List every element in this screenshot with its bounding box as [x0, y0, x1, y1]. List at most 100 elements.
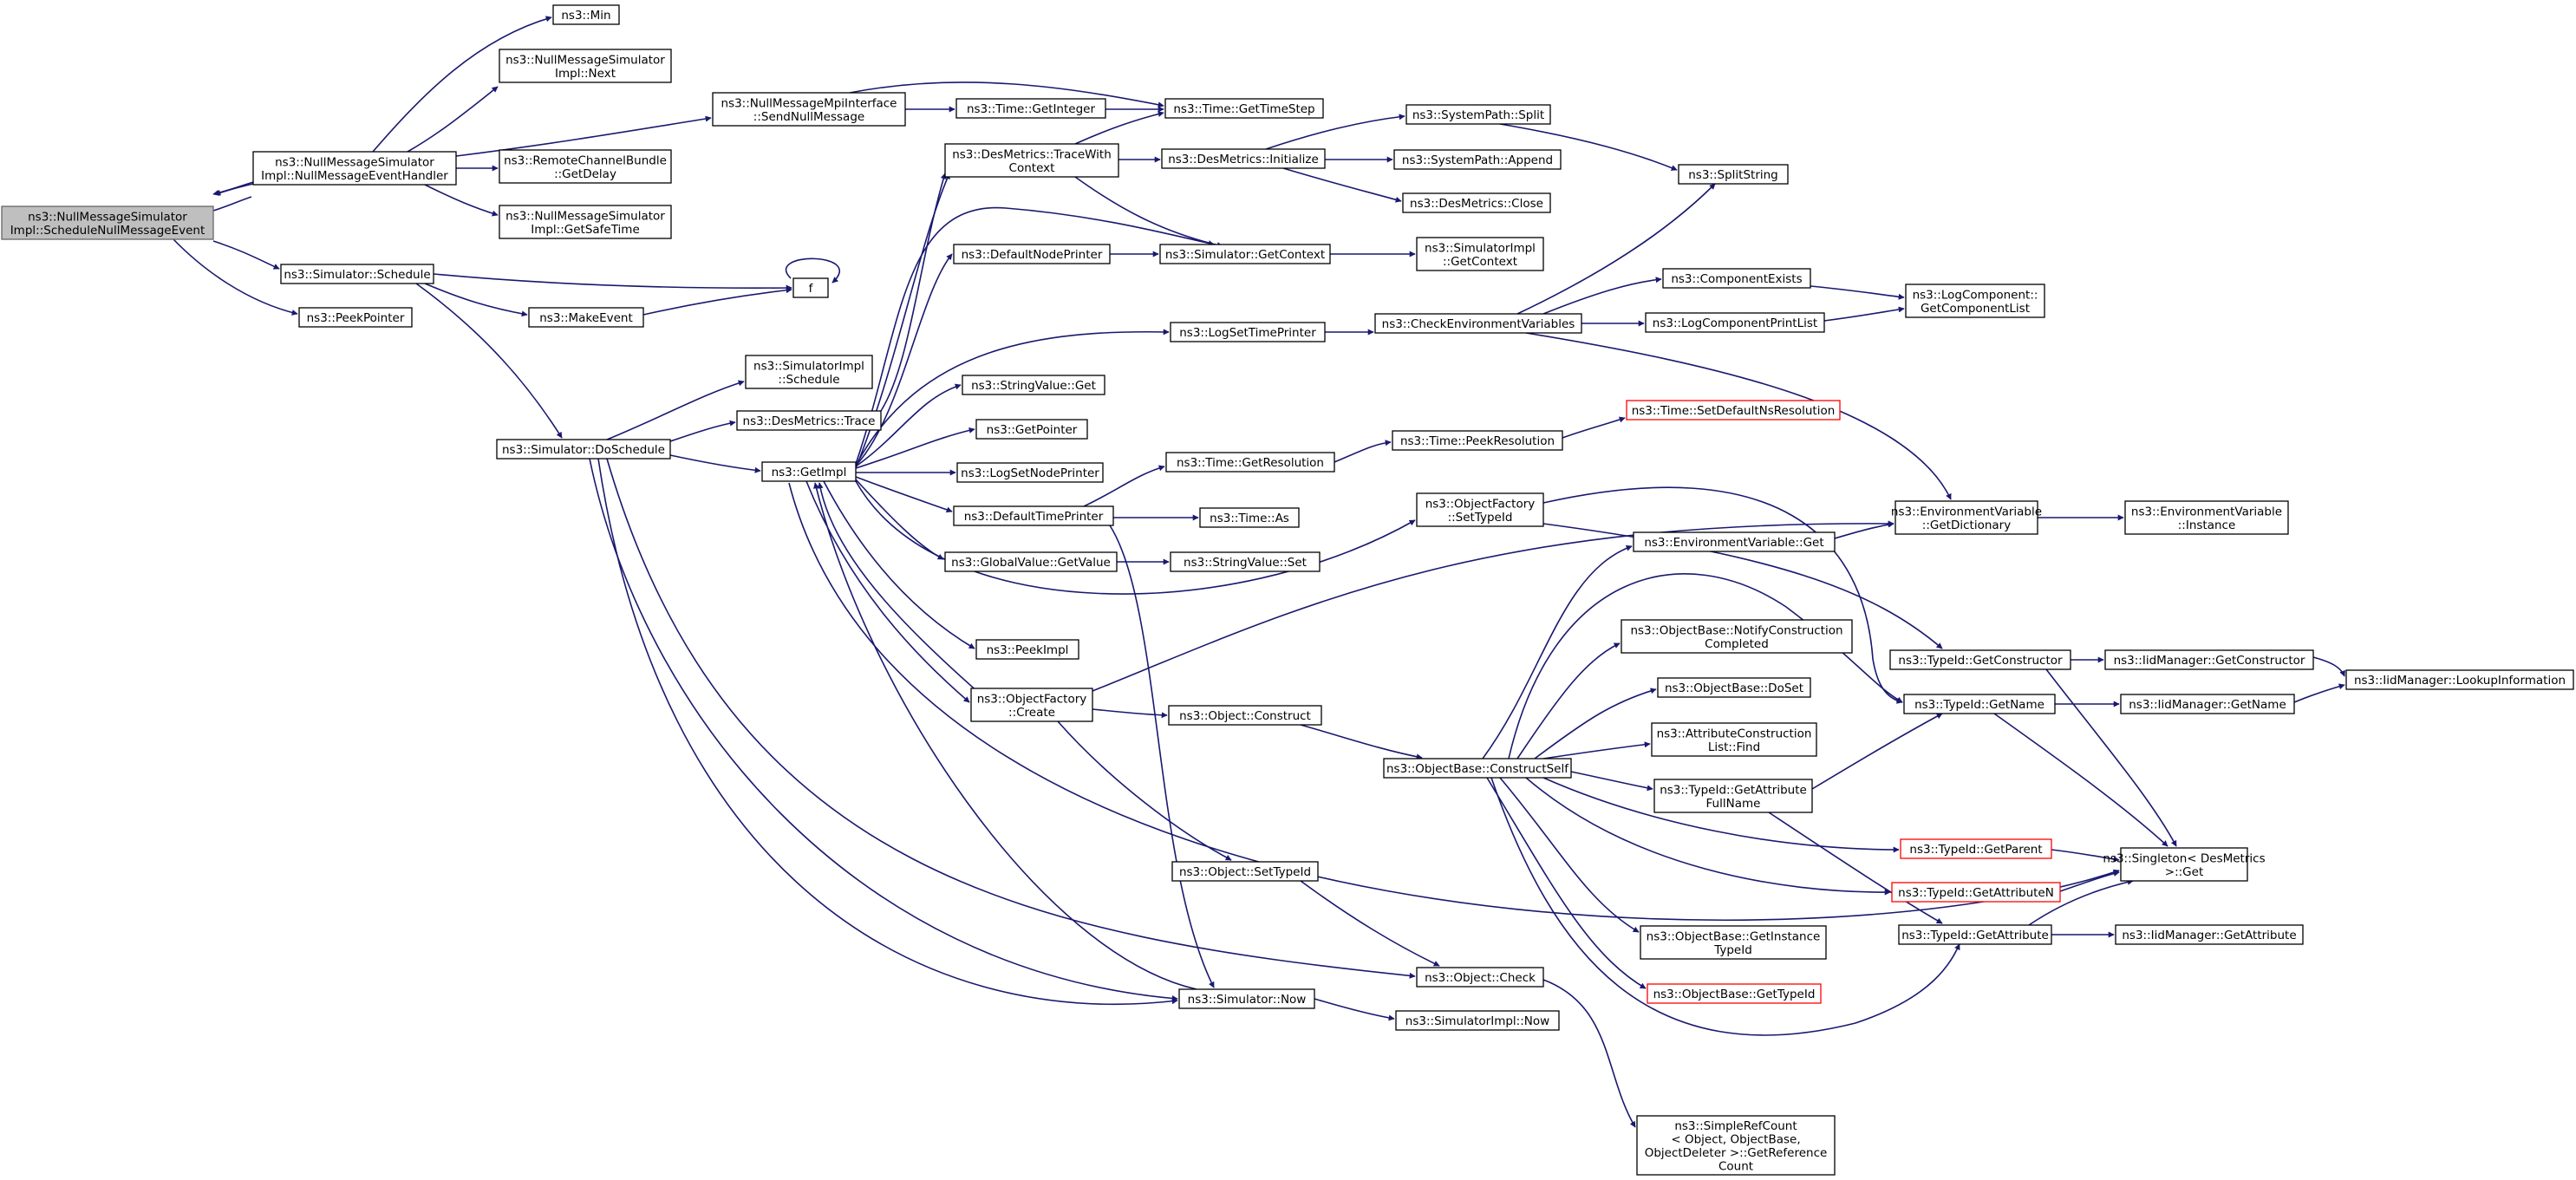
node-append[interactable]: ns3::SystemPath::Append	[1393, 149, 1562, 170]
node-singleton[interactable]: ns3::Singleton< DesMetrics >::Get	[2103, 847, 2266, 882]
node-destrace[interactable]: ns3::DesMetrics::Trace	[736, 410, 882, 431]
node-iidgetattr[interactable]: ns3::IidManager::GetAttribute	[2115, 924, 2304, 945]
node-min[interactable]: ns3::Min	[552, 4, 620, 25]
node-deftimeprinter[interactable]: ns3::DefaultTimePrinter	[953, 505, 1114, 526]
node-envinstance[interactable]: ns3::EnvironmentVariable::Instance	[2124, 500, 2289, 535]
node-envget[interactable]: ns3::EnvironmentVariable::Get	[1633, 531, 1836, 552]
node-logsettime[interactable]: ns3::LogSetTimePrinter	[1170, 322, 1326, 342]
node-simimplsched[interactable]: ns3::SimulatorImpl::Schedule	[745, 355, 873, 389]
edge-schedule-to-doschedule	[415, 283, 563, 439]
edge-objsettypeid-to-objcheck	[1300, 880, 1440, 967]
node-tidgetname[interactable]: ns3::TypeId::GetName	[1903, 694, 2056, 714]
node-obgettid[interactable]: ns3::ObjectBase::GetTypeId	[1647, 983, 1822, 1004]
edge-consself-to-tidgetattrn	[1525, 777, 1891, 896]
node-label-line: ns3::Simulator::DoSchedule	[502, 443, 665, 457]
node-timeas[interactable]: ns3::Time::As	[1199, 507, 1300, 528]
node-objcheck[interactable]: ns3::Object::Check	[1416, 967, 1544, 988]
node-simimplnow[interactable]: ns3::SimulatorImpl::Now	[1395, 1010, 1560, 1031]
node-iidgetcons[interactable]: ns3::IidManager::GetConstructor	[2104, 649, 2314, 670]
node-desclose[interactable]: ns3::DesMetrics::Close	[1402, 192, 1551, 213]
node-box	[1164, 98, 1324, 119]
node-iidgetname[interactable]: ns3::IidManager::GetName	[2120, 694, 2295, 714]
node-label-line: ns3::Min	[561, 9, 610, 23]
node-compexists[interactable]: ns3::ComponentExists	[1662, 268, 1811, 289]
node-schedule[interactable]: ns3::Simulator::Schedule	[280, 264, 434, 284]
node-label-line: ns3::NullMessageMpiInterface	[721, 96, 897, 110]
node-notifycons[interactable]: ns3::ObjectBase::NotifyConstructionCompl…	[1621, 619, 1853, 654]
node-box	[1170, 322, 1326, 342]
node-label-line: Impl::Next	[555, 67, 616, 81]
node-simnow[interactable]: ns3::Simulator::Now	[1178, 988, 1315, 1009]
node-peekimpl[interactable]: ns3::PeekImpl	[975, 639, 1079, 660]
node-checkenv[interactable]: ns3::CheckEnvironmentVariables	[1374, 313, 1582, 334]
node-refcount[interactable]: ns3::SimpleRefCount< Object, ObjectBase,…	[1636, 1115, 1836, 1176]
edge-getattrfull-to-tidgetname	[1811, 713, 1943, 790]
node-getcomplist[interactable]: ns3::LogComponent::GetComponentList	[1905, 284, 2045, 318]
node-getdelay[interactable]: ns3::RemoteChannelBundle::GetDelay	[499, 149, 672, 184]
node-sendnull[interactable]: ns3::NullMessageMpiInterface::SendNullMe…	[712, 92, 906, 127]
node-label-line: ns3::LogComponentPrintList	[1653, 316, 1817, 330]
node-strset[interactable]: ns3::StringValue::Set	[1170, 551, 1321, 572]
node-f[interactable]: f	[792, 277, 829, 298]
node-root[interactable]: ns3::NullMessageSimulatorImpl::ScheduleN…	[1, 205, 214, 240]
node-tidgetattrn[interactable]: ns3::TypeId::GetAttributeN	[1891, 882, 2061, 903]
node-logsetnode[interactable]: ns3::LogSetNodePrinter	[956, 462, 1104, 483]
node-strget[interactable]: ns3::StringValue::Get	[962, 375, 1105, 395]
node-defnodeprinter[interactable]: ns3::DefaultNodePrinter	[953, 244, 1111, 264]
edge-desinit-to-split	[1265, 114, 1405, 150]
node-ofcreate[interactable]: ns3::ObjectFactory::Create	[970, 688, 1093, 722]
node-getresolution[interactable]: ns3::Time::GetResolution	[1165, 452, 1335, 473]
edge-consself-to-notifycons	[1516, 642, 1621, 760]
node-objconstruct[interactable]: ns3::Object::Construct	[1168, 705, 1322, 726]
node-label-line: ns3::EnvironmentVariable	[2131, 505, 2282, 518]
node-consself[interactable]: ns3::ObjectBase::ConstructSelf	[1383, 758, 1572, 779]
node-splitstring[interactable]: ns3::SplitString	[1678, 164, 1789, 185]
node-gvgetvalue[interactable]: ns3::GlobalValue::GetValue	[944, 551, 1118, 572]
edge-tidgetname-to-singleton	[1993, 713, 2168, 847]
node-getimpl[interactable]: ns3::GetImpl	[761, 461, 857, 482]
node-getpointer[interactable]: ns3::GetPointer	[975, 419, 1088, 440]
edge-deftimeprinter-to-simnow	[1109, 525, 1215, 988]
node-peekptr[interactable]: ns3::PeekPointer	[298, 307, 413, 328]
node-ofsettypeid[interactable]: ns3::ObjectFactory::SetTypeId	[1416, 492, 1544, 527]
node-makeevent[interactable]: ns3::MakeEvent	[528, 307, 644, 328]
node-box	[1374, 313, 1582, 334]
node-tidgetparent[interactable]: ns3::TypeId::GetParent	[1900, 838, 2052, 859]
edge-objcheck-to-refcount	[1542, 979, 1636, 1128]
node-label-line: Impl::ScheduleNullMessageEvent	[10, 224, 205, 238]
node-getinteger[interactable]: ns3::Time::GetInteger	[955, 98, 1106, 119]
node-box	[252, 151, 457, 186]
node-setdefres[interactable]: ns3::Time::SetDefaultNsResolution	[1626, 400, 1841, 420]
node-tidgetattr[interactable]: ns3::TypeId::GetAttribute	[1898, 924, 2052, 945]
node-simgetctx[interactable]: ns3::Simulator::GetContext	[1159, 244, 1331, 264]
node-logprintlist[interactable]: ns3::LogComponentPrintList	[1645, 312, 1825, 333]
node-desinit[interactable]: ns3::DesMetrics::Initialize	[1161, 148, 1326, 169]
node-envgetdict[interactable]: ns3::EnvironmentVariable::GetDictionary	[1891, 500, 2042, 535]
node-label-line: ns3::NullMessageSimulator	[275, 155, 434, 169]
node-box	[1633, 531, 1836, 552]
node-peekres[interactable]: ns3::Time::PeekResolution	[1392, 430, 1563, 451]
node-gettimestep[interactable]: ns3::Time::GetTimeStep	[1164, 98, 1324, 119]
node-dosset[interactable]: ns3::ObjectBase::DoSet	[1657, 677, 1811, 698]
node-tidgetcons[interactable]: ns3::TypeId::GetConstructor	[1889, 649, 2071, 670]
node-lookupinfo[interactable]: ns3::IidManager::LookupInformation	[2345, 669, 2574, 690]
node-split[interactable]: ns3::SystemPath::Split	[1405, 104, 1551, 125]
node-objsettypeid[interactable]: ns3::Object::SetTypeId	[1171, 861, 1319, 882]
edge-tidgetparent-to-singleton	[2051, 849, 2120, 863]
node-label-line: ns3::NullMessageSimulator	[505, 209, 665, 223]
node-doschedule[interactable]: ns3::Simulator::DoSchedule	[496, 439, 671, 460]
node-label-line: ns3::ObjectBase::ConstructSelf	[1386, 762, 1569, 776]
node-handler[interactable]: ns3::NullMessageSimulatorImpl::NullMessa…	[252, 151, 457, 186]
node-box	[1651, 722, 1817, 757]
node-safetime[interactable]: ns3::NullMessageSimulatorImpl::GetSafeTi…	[499, 205, 672, 239]
node-box	[298, 307, 413, 328]
node-simimplgetctx[interactable]: ns3::SimulatorImpl::GetContext	[1416, 237, 1544, 271]
edge-getimpl-to-peekimpl	[823, 480, 975, 649]
node-box	[1645, 312, 1825, 333]
node-label-line: ::SetTypeId	[1448, 511, 1513, 525]
